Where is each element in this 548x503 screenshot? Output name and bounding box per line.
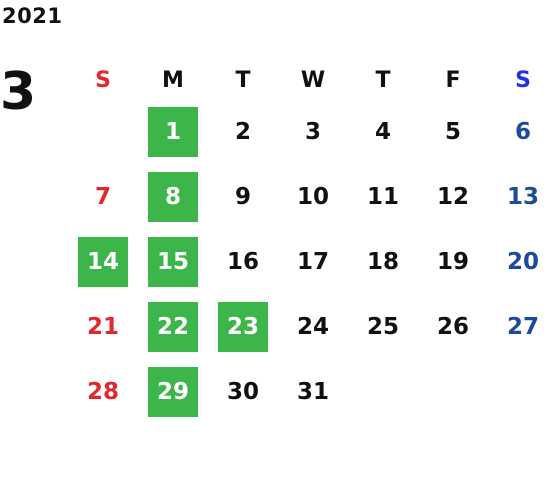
day-cell[interactable]: 17 <box>296 249 329 275</box>
week-row-1: 1 2 3 4 5 6 <box>68 107 548 172</box>
week-row-4: 21 22 23 24 25 26 27 <box>68 302 548 367</box>
weekday-header-row: S M T W T F S <box>68 55 548 107</box>
weekday-saturday: S <box>515 67 531 93</box>
year-label: 2021 <box>2 4 63 28</box>
day-cell[interactable]: 7 <box>94 184 111 210</box>
day-cell-highlighted[interactable]: 8 <box>148 172 198 222</box>
day-cell[interactable]: 19 <box>436 249 469 275</box>
calendar-grid: S M T W T F S 1 2 3 4 5 6 7 8 9 10 11 12… <box>68 55 548 432</box>
day-cell[interactable]: 16 <box>226 249 259 275</box>
day-cell[interactable]: 25 <box>366 314 399 340</box>
day-cell[interactable]: 4 <box>374 119 391 145</box>
month-number: 3 <box>0 62 37 122</box>
weekday-wednesday: W <box>300 67 326 93</box>
day-cell[interactable]: 9 <box>234 184 251 210</box>
day-cell[interactable]: 13 <box>506 184 539 210</box>
weekday-monday: M <box>162 67 184 93</box>
weekday-thursday: T <box>375 67 391 93</box>
day-cell <box>488 367 548 417</box>
weekday-tuesday: T <box>235 67 251 93</box>
day-cell[interactable]: 5 <box>444 119 461 145</box>
day-cell[interactable]: 28 <box>86 379 119 405</box>
day-cell[interactable]: 21 <box>86 314 119 340</box>
day-cell[interactable]: 18 <box>366 249 399 275</box>
day-cell[interactable]: 27 <box>506 314 539 340</box>
week-row-5: 28 29 30 31 <box>68 367 548 432</box>
week-row-3: 14 15 16 17 18 19 20 <box>68 237 548 302</box>
day-cell-highlighted[interactable]: 15 <box>148 237 198 287</box>
day-cell-highlighted[interactable]: 29 <box>148 367 198 417</box>
day-cell[interactable]: 30 <box>226 379 259 405</box>
day-cell[interactable]: 26 <box>436 314 469 340</box>
day-cell-highlighted[interactable]: 23 <box>218 302 268 352</box>
day-cell[interactable]: 31 <box>296 379 329 405</box>
day-cell[interactable]: 6 <box>514 119 531 145</box>
day-cell[interactable]: 2 <box>234 119 251 145</box>
day-cell-highlighted[interactable]: 14 <box>78 237 128 287</box>
day-cell-highlighted[interactable]: 1 <box>148 107 198 157</box>
day-cell <box>418 367 488 417</box>
day-cell[interactable]: 20 <box>506 249 539 275</box>
week-row-2: 7 8 9 10 11 12 13 <box>68 172 548 237</box>
day-cell[interactable]: 24 <box>296 314 329 340</box>
day-cell[interactable]: 12 <box>436 184 469 210</box>
weekday-sunday: S <box>95 67 111 93</box>
day-cell <box>348 367 418 417</box>
day-cell-highlighted[interactable]: 22 <box>148 302 198 352</box>
day-cell[interactable]: 3 <box>304 119 321 145</box>
day-cell <box>68 107 138 157</box>
day-cell[interactable]: 11 <box>366 184 399 210</box>
day-cell[interactable]: 10 <box>296 184 329 210</box>
weekday-friday: F <box>445 67 461 93</box>
